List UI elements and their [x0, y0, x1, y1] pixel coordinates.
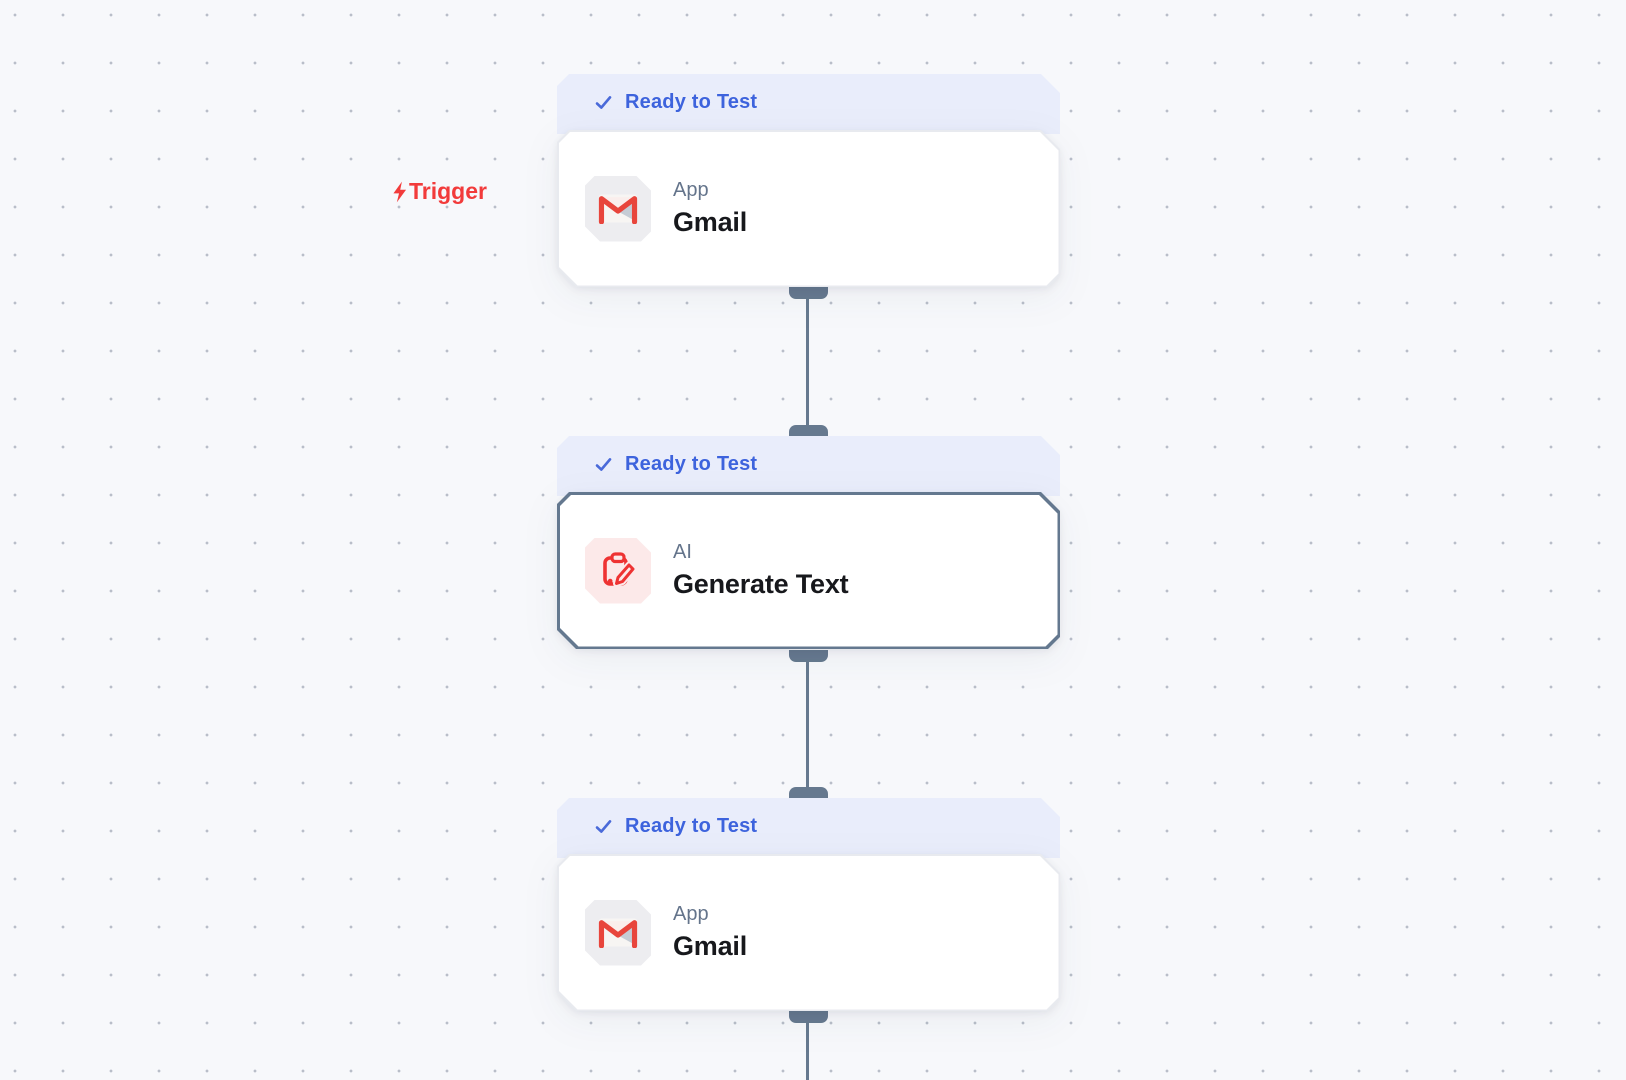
- check-icon: [595, 95, 612, 110]
- connector-line: [806, 297, 809, 427]
- status-badge[interactable]: Ready to Test: [557, 798, 1060, 858]
- status-badge-label: Ready to Test: [625, 814, 758, 837]
- connector-handle-bottom[interactable]: [789, 1011, 828, 1023]
- connector-line: [806, 660, 809, 790]
- trigger-label-text: Trigger: [409, 178, 487, 204]
- status-badge-label: Ready to Test: [625, 90, 758, 113]
- node-title: Gmail: [673, 931, 748, 961]
- node-card[interactable]: App Gmail: [557, 130, 1060, 287]
- lightning-bolt-icon: [393, 181, 407, 202]
- connector-line: [806, 1021, 809, 1080]
- node-card[interactable]: App Gmail: [557, 854, 1060, 1011]
- node-kind-label: App: [673, 903, 709, 925]
- check-icon: [595, 457, 612, 472]
- status-badge[interactable]: Ready to Test: [557, 436, 1060, 496]
- generate-text-icon: [585, 538, 651, 604]
- connector-handle-bottom[interactable]: [789, 650, 828, 662]
- node-card[interactable]: AI Generate Text: [557, 492, 1060, 649]
- connector-handle-top[interactable]: [789, 425, 828, 437]
- connector-handle-top[interactable]: [789, 787, 828, 799]
- node-kind-label: App: [673, 179, 709, 201]
- node-kind-label: AI: [673, 541, 692, 563]
- node-title: Gmail: [673, 207, 748, 237]
- workflow-node-gmail-action[interactable]: Ready to Test App Gmail: [557, 798, 1060, 1013]
- gmail-icon: [585, 900, 651, 966]
- connector-handle-bottom[interactable]: [789, 287, 828, 299]
- status-badge[interactable]: Ready to Test: [557, 74, 1060, 134]
- node-title: Generate Text: [673, 569, 849, 599]
- check-icon: [595, 819, 612, 834]
- status-badge-label: Ready to Test: [625, 452, 758, 475]
- gmail-icon: [585, 176, 651, 242]
- workflow-node-generate-text[interactable]: Ready to Test AI Generate Text: [557, 436, 1060, 651]
- trigger-label: Trigger: [391, 178, 487, 205]
- workflow-node-gmail-trigger[interactable]: Ready to Test App Gmail: [557, 74, 1060, 289]
